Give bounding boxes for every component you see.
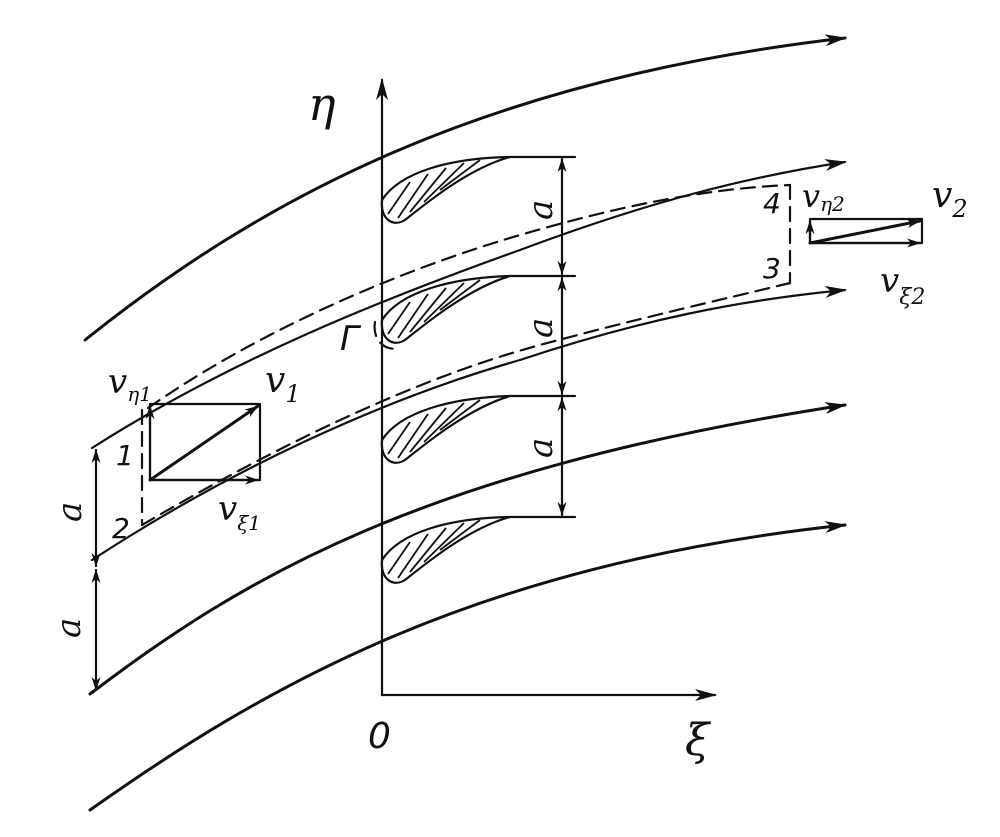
eta-axis-label: η [308, 77, 336, 131]
blade-2 [380, 274, 512, 344]
v1-vector [148, 404, 260, 482]
v-eta2-label: vη2 [802, 177, 845, 216]
pitch-label-right-3: a [521, 438, 561, 458]
gamma-label: Γ [340, 319, 362, 359]
control-contour [140, 183, 792, 527]
origin-label: 0 [368, 716, 391, 757]
outlet-velocity-triangle: v2 vη2 vξ2 4 3 [763, 175, 968, 310]
inlet-velocity-triangle: v1 vη1 vξ1 1 2 [108, 360, 301, 545]
contour-point-3: 3 [763, 252, 781, 285]
streamline-4 [88, 402, 847, 696]
v-xi1-label: vξ1 [218, 489, 261, 535]
streamline-1 [83, 34, 847, 342]
contour-point-4: 4 [763, 187, 781, 220]
blade-1 [380, 155, 512, 224]
v2-vector [808, 219, 922, 245]
blade-4 [380, 515, 512, 584]
pitch-dimensions-right: a a a [508, 155, 577, 519]
streamline-2 [90, 159, 847, 450]
pitch-label-right-2: a [521, 318, 561, 338]
v2-label: v2 [932, 175, 968, 223]
streamline-5 [88, 521, 847, 812]
streamlines [83, 34, 847, 812]
pitch-label-left-1: a [50, 502, 90, 522]
contour-upper-dashed [146, 183, 792, 410]
xi-axis-label: ξ [685, 715, 712, 766]
pitch-label-left-2: a [49, 618, 89, 638]
contour-point-2: 2 [112, 512, 130, 545]
streamline-3 [90, 285, 847, 562]
blade-3 [380, 394, 512, 464]
contour-lower-dashed [140, 281, 792, 527]
circulation: Γ [340, 319, 402, 359]
contour-point-1: 1 [116, 439, 134, 472]
pitch-label-right-1: a [521, 200, 561, 220]
pitch-dimensions-left: a a [49, 448, 101, 692]
v1-label: v1 [265, 360, 301, 408]
v-eta1-label: vη1 [108, 362, 152, 406]
v-xi2-label: vξ2 [880, 261, 925, 310]
axes: η ξ 0 [308, 77, 717, 766]
blade-row [380, 155, 512, 584]
